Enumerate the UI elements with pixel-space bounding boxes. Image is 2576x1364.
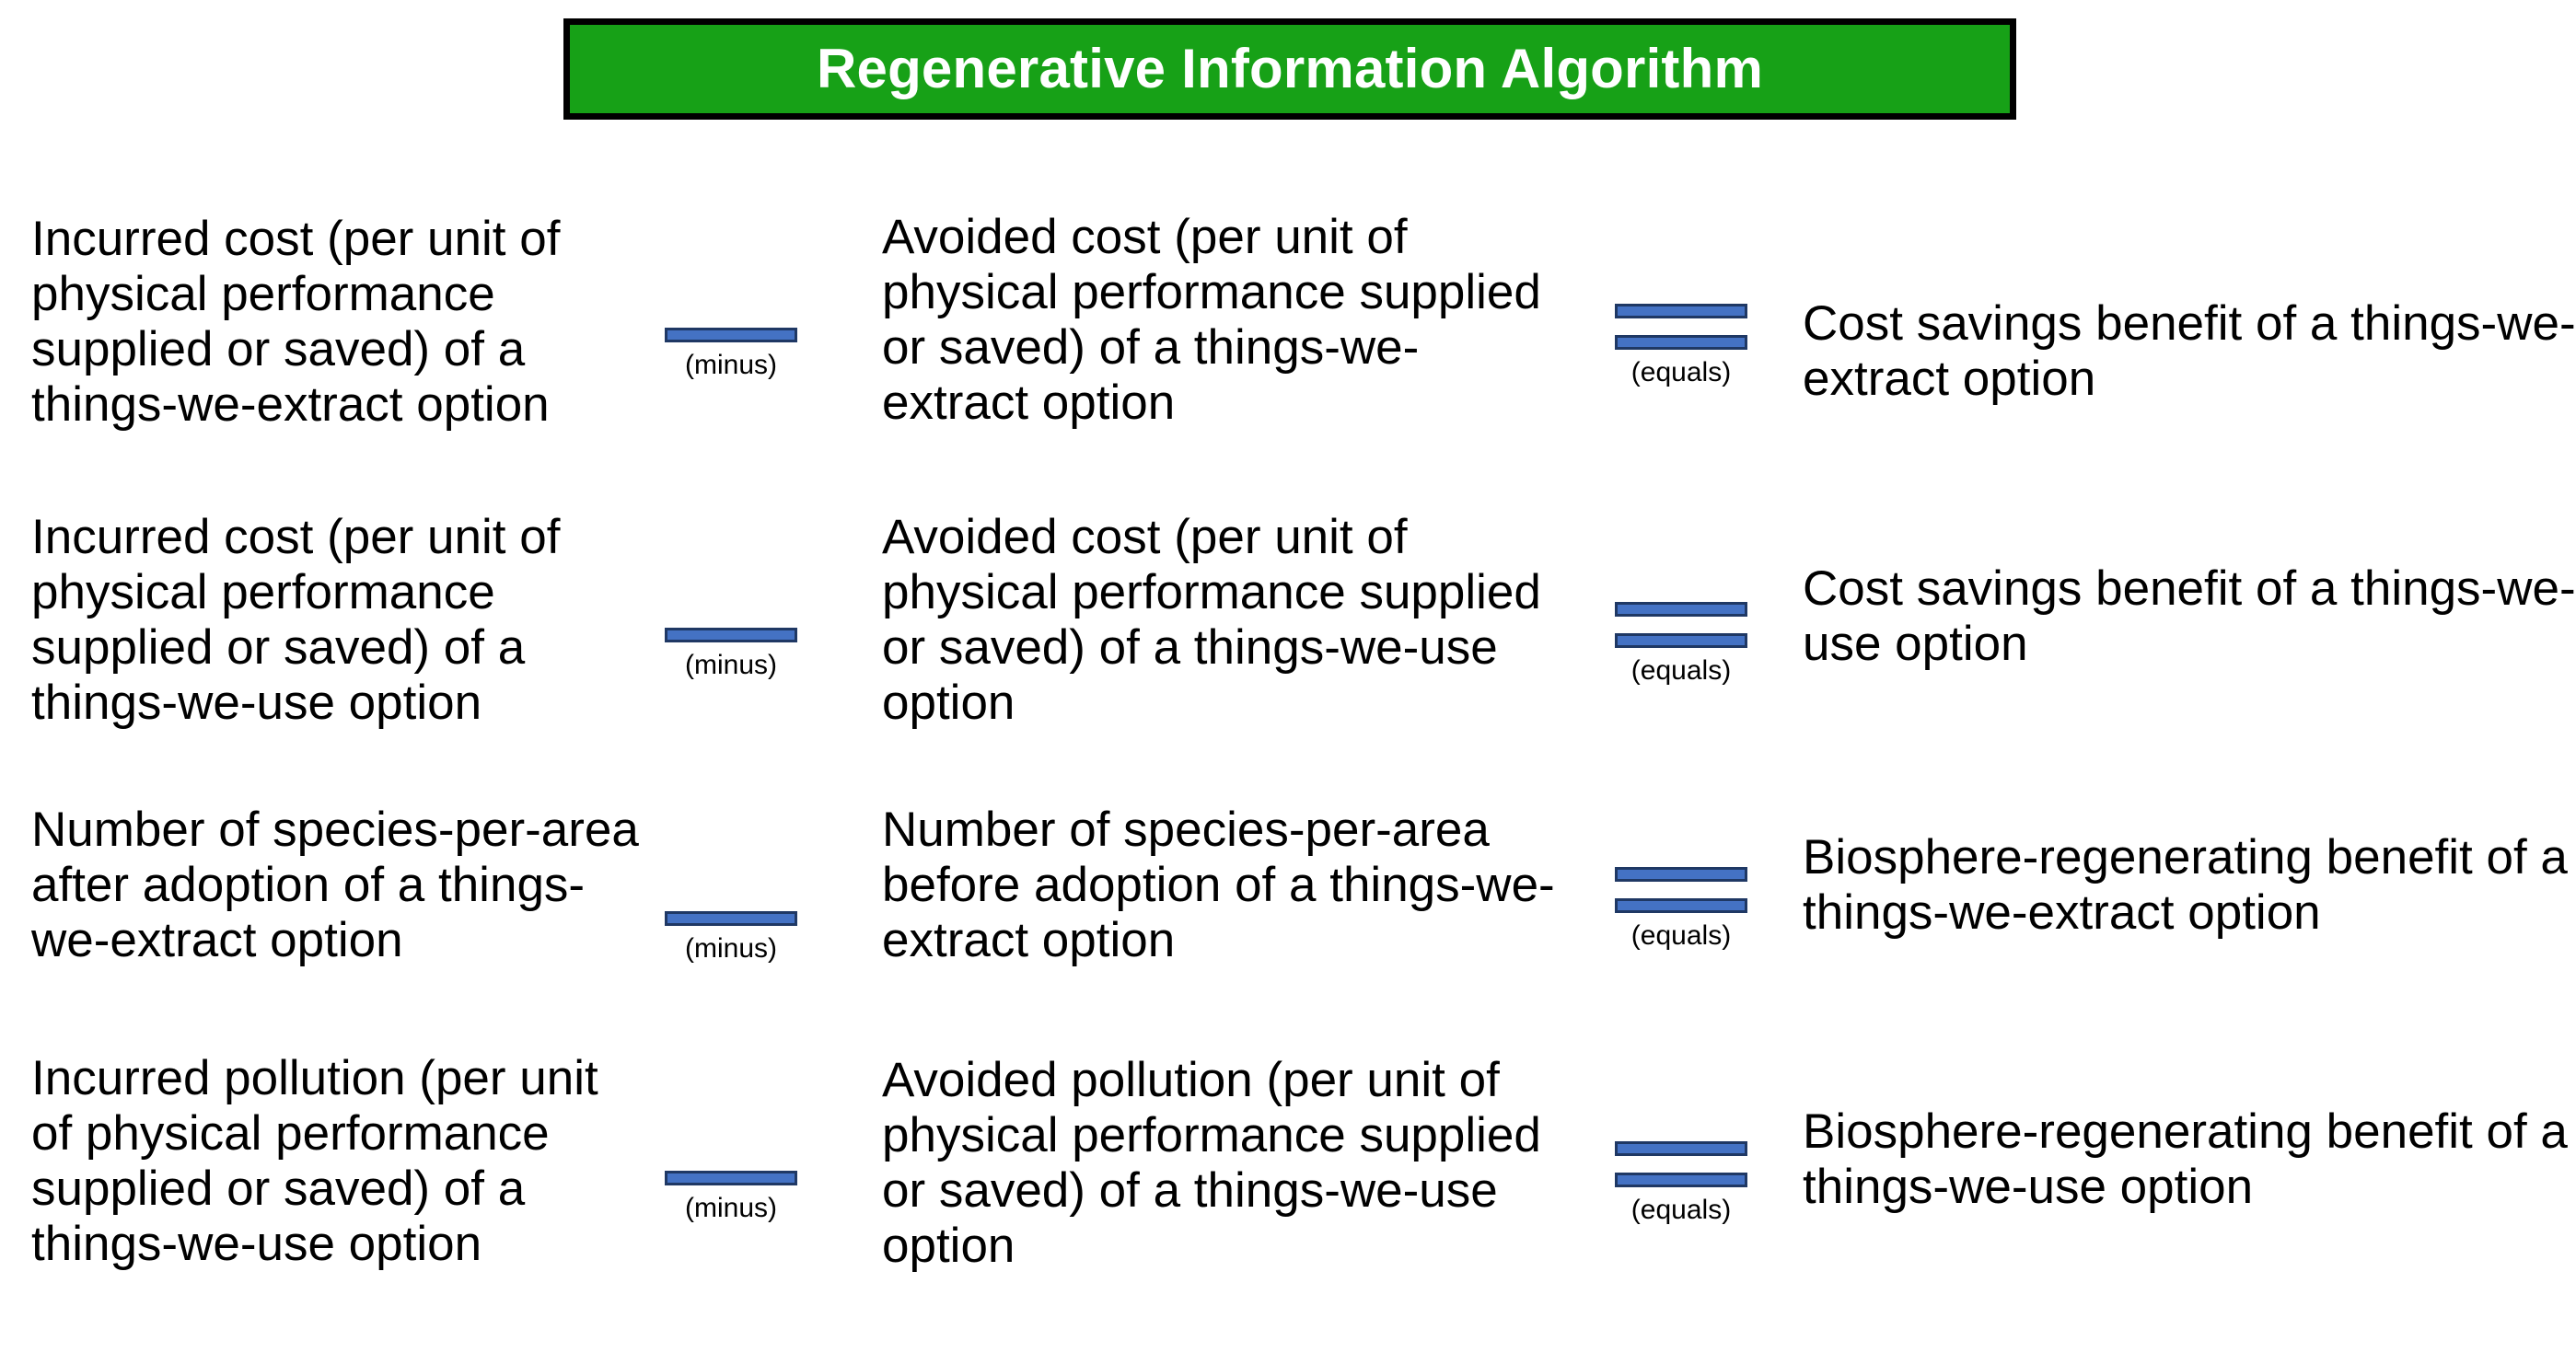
minus-bar-icon (665, 628, 797, 642)
equals-bar-bottom-icon (1615, 898, 1747, 913)
page-title: Regenerative Information Algorithm (816, 38, 1764, 99)
minus-bar-icon (665, 328, 797, 342)
equation-row: Incurred cost (per unit of physical perf… (0, 479, 2576, 773)
minus-bar-icon (665, 1171, 797, 1185)
minus-operator: (minus) (657, 328, 805, 379)
result-term: Cost savings benefit of a things-we-extr… (1803, 296, 2576, 406)
result-term: Biosphere-regenerating benefit of a thin… (1803, 830, 2568, 940)
equals-bar-bottom-icon (1615, 335, 1747, 350)
subtrahend-term: Avoided cost (per unit of physical perfo… (882, 210, 1541, 430)
result-term: Biosphere-regenerating benefit of a thin… (1803, 1104, 2568, 1214)
equals-operator-label: (equals) (1630, 1195, 1732, 1225)
minus-operator-label: (minus) (684, 933, 777, 964)
equals-bar-top-icon (1615, 304, 1747, 318)
subtrahend-term: Avoided pollution (per unit of physical … (882, 1053, 1541, 1273)
subtrahend-term: Avoided cost (per unit of physical perfo… (882, 510, 1541, 730)
equals-operator: (equals) (1607, 867, 1755, 950)
equation-row: Incurred pollution (per unit of physical… (0, 1022, 2576, 1325)
minuend-term: Number of species-per-area after adoptio… (31, 803, 639, 967)
minus-operator-label: (minus) (684, 650, 777, 680)
minus-operator: (minus) (657, 628, 805, 679)
minus-operator-label: (minus) (684, 350, 777, 380)
equals-bar-bottom-icon (1615, 1173, 1747, 1187)
subtrahend-term: Number of species-per-area before adopti… (882, 803, 1555, 967)
equals-operator-label: (equals) (1630, 357, 1732, 387)
equals-bar-bottom-icon (1615, 633, 1747, 648)
equals-operator-label: (equals) (1630, 655, 1732, 686)
equals-bar-top-icon (1615, 602, 1747, 617)
equals-bar-top-icon (1615, 1141, 1747, 1156)
minus-operator: (minus) (657, 911, 805, 963)
result-term: Cost savings benefit of a things-we-use … (1803, 561, 2576, 671)
equation-row: Incurred cost (per unit of physical perf… (0, 184, 2576, 479)
minuend-term: Incurred cost (per unit of physical perf… (31, 212, 561, 432)
equals-operator: (equals) (1607, 304, 1755, 387)
equals-bar-top-icon (1615, 867, 1747, 882)
minus-bar-icon (665, 911, 797, 926)
equals-operator: (equals) (1607, 602, 1755, 685)
title-banner: Regenerative Information Algorithm (563, 18, 2016, 120)
equation-list: Incurred cost (per unit of physical perf… (0, 184, 2576, 1325)
minus-operator: (minus) (657, 1171, 805, 1222)
equals-operator: (equals) (1607, 1141, 1755, 1224)
minuend-term: Incurred pollution (per unit of physical… (31, 1051, 598, 1271)
equals-operator-label: (equals) (1630, 920, 1732, 951)
minus-operator-label: (minus) (684, 1193, 777, 1223)
minuend-term: Incurred cost (per unit of physical perf… (31, 510, 561, 730)
equation-row: Number of species-per-area after adoptio… (0, 773, 2576, 1022)
